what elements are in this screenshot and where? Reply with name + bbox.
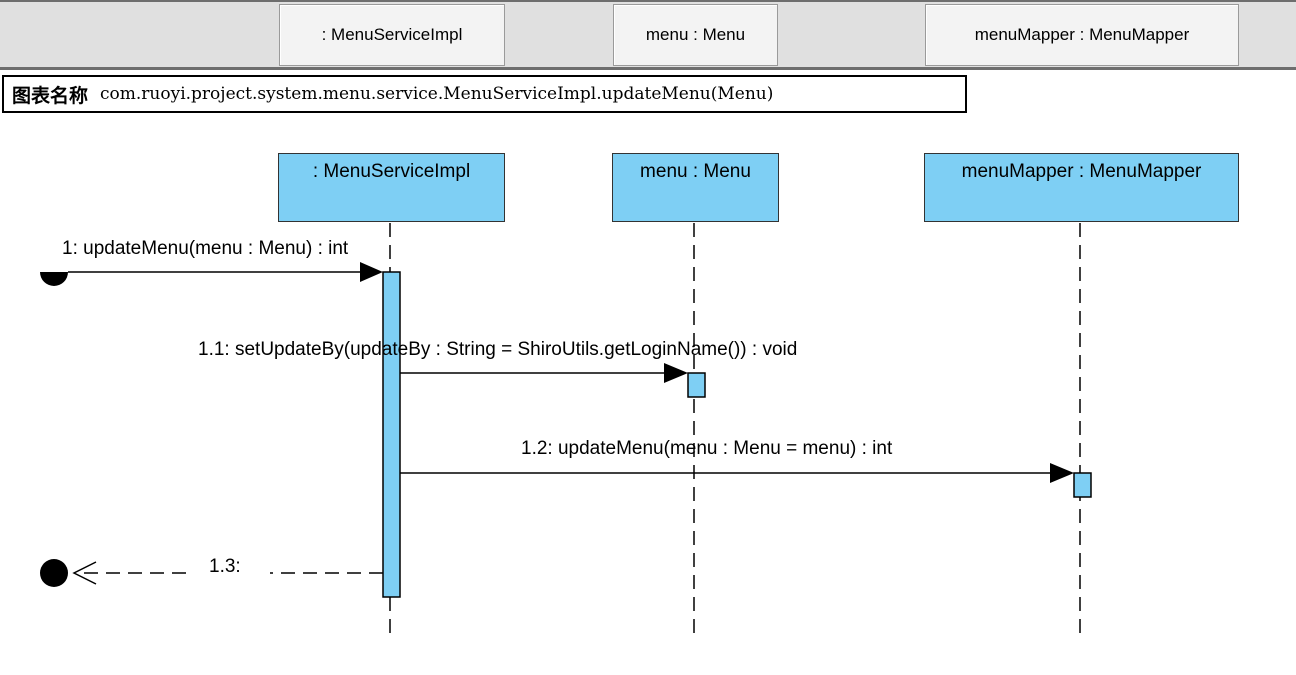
activation-menuserviceimpl	[382, 271, 401, 598]
activation-menumapper	[1073, 472, 1092, 498]
header-cell-menumapper[interactable]: menuMapper : MenuMapper	[925, 4, 1239, 66]
activation-menu	[687, 372, 706, 398]
lifeline-head-menu[interactable]: menu : Menu	[612, 153, 779, 222]
header-cell-menu[interactable]: menu : Menu	[613, 4, 778, 66]
message-1-label: 1: updateMenu(menu : Menu) : int	[62, 238, 349, 259]
header-bar: : MenuServiceImpl menu : Menu menuMapper…	[0, 0, 1296, 70]
message-1-1-arrowhead	[664, 363, 688, 383]
message-1-3-label: 1.3:	[209, 556, 241, 577]
message-1-3-open-arrowhead	[72, 561, 97, 585]
found-message-start-dot	[40, 272, 68, 286]
lifeline-head-menuserviceimpl[interactable]: : MenuServiceImpl	[278, 153, 505, 222]
lifeline-head-menumapper[interactable]: menuMapper : MenuMapper	[924, 153, 1239, 222]
message-1-2-label: 1.2: updateMenu(menu : Menu = menu) : in…	[521, 438, 893, 459]
message-1-1-label: 1.1: setUpdateBy(updateBy : String = Shi…	[198, 339, 798, 360]
message-1-2-arrowhead	[1050, 463, 1074, 483]
lost-message-end-dot	[40, 559, 68, 587]
diagram-title-label: 图表名称	[12, 85, 89, 107]
header-cell-menuserviceimpl[interactable]: : MenuServiceImpl	[279, 4, 505, 66]
message-1-arrowhead	[360, 262, 383, 282]
diagram-title-box: 图表名称 com.ruoyi.project.system.menu.servi…	[2, 75, 967, 113]
diagram-title-text: com.ruoyi.project.system.menu.service.Me…	[100, 84, 774, 104]
